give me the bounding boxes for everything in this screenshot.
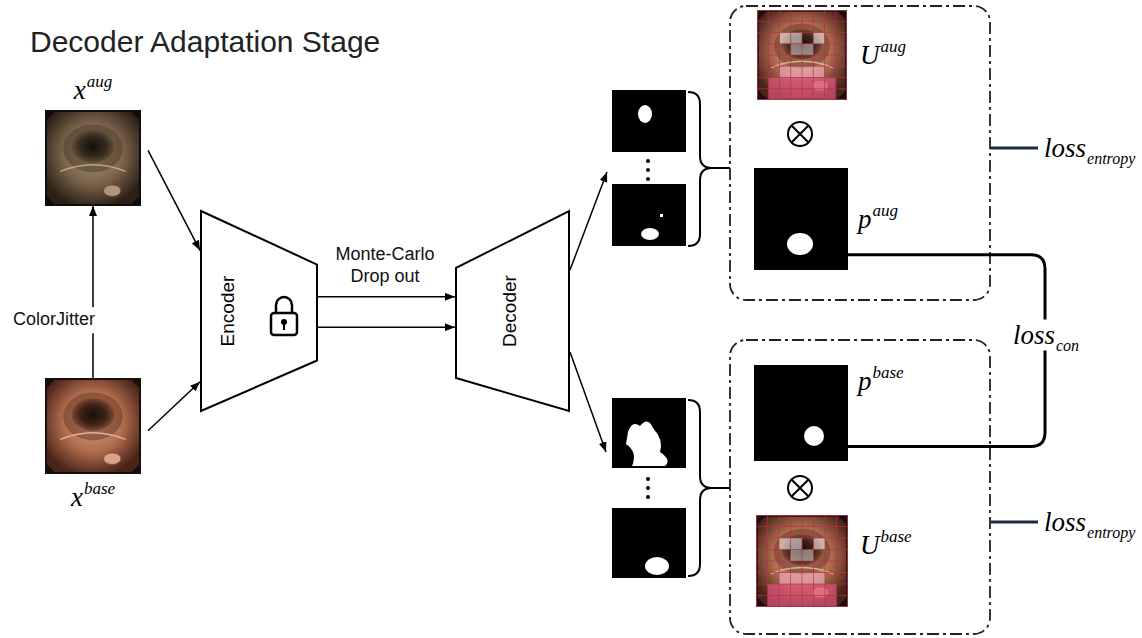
subscript: con <box>1056 337 1079 354</box>
subscript: entropy <box>1087 524 1135 541</box>
output-arrow <box>570 172 607 270</box>
uncertainty-image <box>756 515 848 607</box>
bracket-lead <box>712 487 730 489</box>
loss-label: losscon <box>1009 320 1083 351</box>
prediction-mask <box>754 365 848 461</box>
input-image: xaug <box>38 110 148 206</box>
mask-blob <box>638 105 652 123</box>
math-label: Ubase <box>860 532 912 559</box>
loss-lead <box>990 147 1038 150</box>
math-label: paug <box>858 206 898 233</box>
loss-label: lossentropy <box>1044 509 1135 536</box>
flow-arrow <box>148 150 200 250</box>
flow-arrow <box>92 206 94 378</box>
mask-sample <box>612 398 686 468</box>
superscript: aug <box>87 72 113 91</box>
ellipsis-dot <box>646 486 650 490</box>
prediction-map: paug <box>754 168 848 270</box>
edge-label: Monte-Carlo Drop out <box>322 244 448 287</box>
loss-label: lossentropy <box>1044 135 1135 162</box>
trapezoid <box>456 211 569 411</box>
symbol-name: U <box>860 530 880 560</box>
ellipsis-dot <box>646 168 650 172</box>
ellipsis-dot <box>646 477 650 481</box>
multiply-symbol <box>788 122 812 146</box>
block-label: Encoder <box>217 276 239 347</box>
mask-blob <box>641 228 659 240</box>
mask-blob <box>787 233 813 255</box>
output-arrow <box>570 352 606 452</box>
prediction-map: pbase <box>754 365 848 461</box>
subscript: entropy <box>1087 150 1135 167</box>
trapezoid <box>201 211 317 411</box>
uncertainty-image <box>757 10 847 100</box>
symbol-name: p <box>858 204 872 234</box>
lock-icon <box>271 297 297 335</box>
loss-name: loss <box>1044 507 1086 537</box>
decoder-block: Decoder <box>455 210 570 412</box>
flow-arrow <box>318 326 455 328</box>
dashed-group <box>730 340 990 634</box>
lock-shackle <box>276 297 292 313</box>
mask-sample <box>612 90 686 152</box>
lock-keyhole <box>283 323 285 330</box>
symbol-name: x <box>71 482 83 512</box>
mask-blob <box>645 557 669 575</box>
mask-blob <box>804 426 824 446</box>
edge-label: ColorJitter <box>10 307 98 333</box>
uncertainty-overlay <box>756 515 848 607</box>
symbol-name: U <box>860 40 880 70</box>
superscript: base <box>881 527 912 546</box>
math-label: pbase <box>858 368 904 395</box>
multiply-cross <box>792 480 809 497</box>
uncertainty-map: Ubase <box>754 515 850 607</box>
multiply-circle <box>788 476 812 500</box>
multiply-circle <box>788 122 812 146</box>
mask-blob <box>660 214 663 217</box>
uncertainty-overlay <box>757 10 847 100</box>
base-image <box>45 378 141 474</box>
symbol-name: x <box>74 75 86 105</box>
math-label: xaug <box>74 77 112 104</box>
prediction-mask <box>754 168 848 270</box>
mask-sample <box>612 184 686 246</box>
superscript: aug <box>873 201 899 220</box>
math-label: xbase <box>71 484 115 511</box>
diagram-title: Decoder Adaptation Stage <box>30 25 380 59</box>
ellipsis-dot <box>646 177 650 181</box>
math-label: Uaug <box>860 42 906 69</box>
loss-lead <box>990 521 1038 524</box>
ellipsis-dot <box>646 495 650 499</box>
flow-arrow <box>148 382 200 431</box>
bracket <box>688 92 712 246</box>
symbol-name: p <box>858 366 872 396</box>
multiply-symbol <box>788 476 812 500</box>
uncertainty-map: Uaug <box>754 10 850 100</box>
flow-arrow <box>318 296 455 298</box>
bracket <box>688 400 712 576</box>
bracket-lead <box>712 167 730 169</box>
loss-name: loss <box>1013 320 1055 350</box>
mask-sample <box>612 508 686 578</box>
consistency-bracket <box>848 255 1045 447</box>
augmented-image <box>45 110 141 206</box>
multiply-cross <box>792 126 809 143</box>
input-image: xbase <box>38 378 148 474</box>
superscript: base <box>873 363 904 382</box>
encoder-block: Encoder <box>200 210 318 412</box>
block-label: Decoder <box>499 275 521 347</box>
loss-name: loss <box>1044 133 1086 163</box>
superscript: base <box>84 479 115 498</box>
lock-body <box>271 313 297 335</box>
superscript: aug <box>881 37 907 56</box>
ellipsis-dot <box>646 159 650 163</box>
mask-blob <box>626 421 668 466</box>
